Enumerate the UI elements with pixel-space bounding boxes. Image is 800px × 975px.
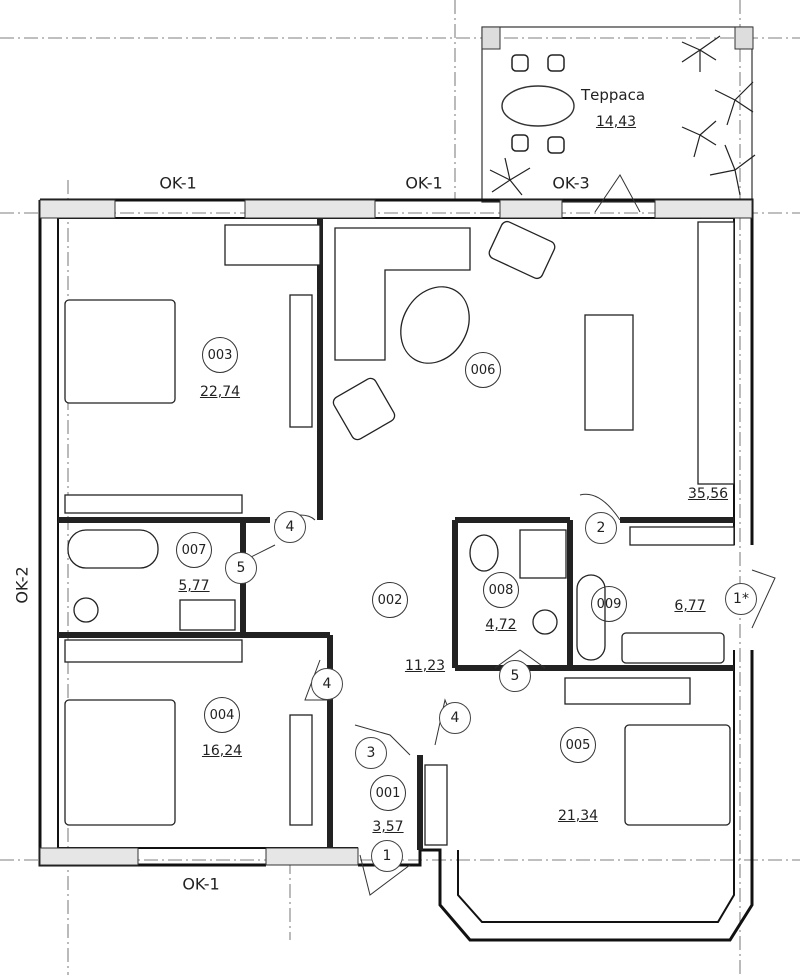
- room-area: 21,34: [557, 808, 599, 824]
- window-label: OK-1: [405, 173, 443, 193]
- room-area: 3,57: [372, 819, 404, 835]
- plant-icons: [489, 35, 756, 196]
- door-marker: 4: [274, 511, 306, 543]
- door-marker: 4: [439, 702, 471, 734]
- room-area: 22,74: [199, 384, 241, 400]
- door-marker: 4: [311, 668, 343, 700]
- room-id: 002: [372, 582, 408, 618]
- terrace-chairs: [511, 54, 565, 154]
- room-id: 006: [465, 352, 501, 388]
- door-marker: 5: [499, 660, 531, 692]
- door-marker: 1*: [725, 583, 757, 615]
- terrace-name: Терраса: [580, 86, 646, 104]
- room-area: 6,77: [674, 598, 706, 614]
- room-id: 004: [204, 697, 240, 733]
- window-label: OK-1: [159, 173, 197, 193]
- door-marker: 3: [355, 737, 387, 769]
- window-label: OK-1: [182, 874, 220, 894]
- terrace-outline: [481, 26, 753, 203]
- room-area: 5,77: [178, 578, 210, 594]
- room-id: 007: [176, 532, 212, 568]
- furniture: [64, 220, 735, 846]
- window-label: OK-2: [12, 566, 32, 604]
- door-marker: 5: [225, 552, 257, 584]
- room-area: 11,23: [404, 658, 446, 674]
- room-id: 001: [370, 775, 406, 811]
- room-area: 35,56: [687, 486, 729, 502]
- door-marker: 1: [371, 840, 403, 872]
- room-id: 005: [560, 727, 596, 763]
- terrace-table: [501, 85, 575, 127]
- window-label: OK-3: [552, 173, 590, 193]
- wall-piers: [39, 199, 753, 866]
- room-id: 008: [483, 572, 519, 608]
- door-marker: 2: [585, 512, 617, 544]
- room-id: 003: [202, 337, 238, 373]
- interior-walls: [58, 218, 734, 850]
- room-area: 4,72: [485, 617, 517, 633]
- terrace-area: 14,43: [595, 114, 637, 130]
- room-id: 009: [591, 586, 627, 622]
- room-area: 16,24: [201, 743, 243, 759]
